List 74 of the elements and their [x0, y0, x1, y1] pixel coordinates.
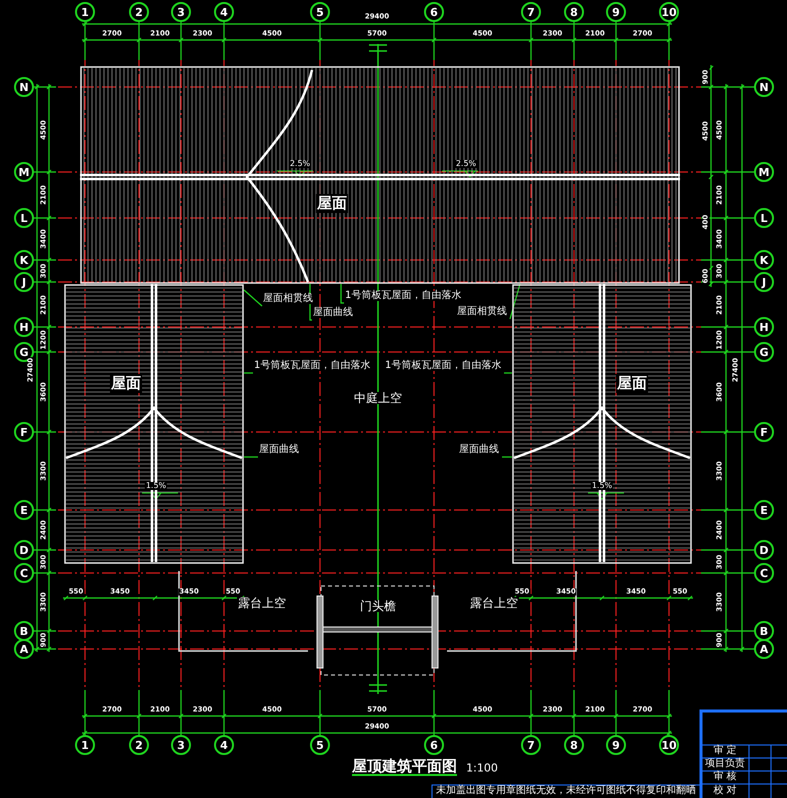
grid-axis-bubble: A: [14, 639, 34, 659]
grid-axis-bubble: 7: [521, 735, 541, 755]
grid-axis-bubble: 3: [171, 735, 191, 755]
drawing-title: 屋顶建筑平面图: [352, 759, 457, 776]
grid-axis-bubble: 4: [214, 735, 234, 755]
grid-axis-bubble: B: [754, 621, 774, 641]
note-text: 未加盖出图专用章图纸无效，未经许可图纸不得复印和翻晒: [435, 786, 697, 796]
area-label: 露台上空: [237, 597, 287, 609]
grid-axis-bubble: 1: [75, 735, 95, 755]
grid-axis-bubble: 6: [424, 2, 444, 22]
grid-axis-bubble: B: [14, 621, 34, 641]
title-block-label: 校 对: [712, 786, 738, 796]
grid-axis-bubble: H: [754, 317, 774, 337]
grid-axis-bubble: 10: [659, 2, 679, 22]
grid-axis-bubble: M: [14, 162, 34, 182]
grid-axis-bubble: 1: [75, 2, 95, 22]
grid-axis-bubble: 2: [129, 735, 149, 755]
title-block-label: 项目负责: [704, 759, 746, 769]
scale-text: 1:100: [465, 762, 499, 774]
grid-axis-bubble: H: [14, 317, 34, 337]
grid-axis-bubble: 5: [310, 735, 330, 755]
grid-axis-bubble: M: [754, 162, 774, 182]
grid-axis-bubble: 9: [606, 2, 626, 22]
leader-line: [244, 372, 253, 374]
grid-axis-bubble: 8: [564, 2, 584, 22]
slope-text: 1.5%: [144, 482, 168, 490]
area-label: 中庭上空: [353, 392, 403, 404]
grid-axis-bubble: A: [754, 639, 774, 659]
grid-axis-bubble: N: [754, 77, 774, 97]
roof-label: 屋面: [616, 374, 648, 393]
grid-axis-bubble: 4: [214, 2, 234, 22]
slope-text: 2.5%: [288, 160, 312, 168]
grid-axis-bubble: E: [754, 500, 774, 520]
grid-axis-bubble: 9: [606, 735, 626, 755]
grid-axis-bubble: K: [754, 250, 774, 270]
grid-axis-bubble: 7: [521, 2, 541, 22]
grid-axis-bubble: 8: [564, 735, 584, 755]
title-block-label: 审 定: [712, 746, 738, 756]
grid-axis-bubble: C: [754, 563, 774, 583]
grid-axis-bubble: G: [754, 342, 774, 362]
leader-line: [509, 284, 521, 320]
leader-line: [504, 372, 512, 374]
callout-text: 屋面曲线: [312, 307, 356, 321]
grid-axis-bubble: L: [14, 208, 34, 228]
grid-axis-bubble: F: [754, 422, 774, 442]
grid-axis-bubble: D: [14, 540, 34, 560]
grid-axis-bubble: E: [14, 500, 34, 520]
grid-axis-bubble: K: [14, 250, 34, 270]
callout-text: 屋面相贯线: [262, 293, 316, 307]
grid-axis-bubble: C: [14, 563, 34, 583]
title-block-label: 审 核: [712, 772, 738, 782]
slope-text: 2.5%: [454, 160, 478, 168]
grid-axis-bubble: J: [754, 272, 774, 292]
leader-line: [340, 284, 344, 304]
grid-axis-bubble: 3: [171, 2, 191, 22]
leader-line: [502, 456, 512, 458]
grid-axis-bubble: D: [754, 540, 774, 560]
canopy-outline: [314, 584, 441, 677]
callout-text: 1号筒板瓦屋面，自由落水: [384, 360, 504, 374]
grid-axis-bubble: 6: [424, 735, 444, 755]
grid-axis-bubble: 2: [129, 2, 149, 22]
grid-axis-bubble: J: [14, 272, 34, 292]
grid-axis-bubble: 5: [310, 2, 330, 22]
leader-line: [244, 456, 258, 458]
grid-axis-bubble: L: [754, 208, 774, 228]
grid-axis-bubble: 10: [659, 735, 679, 755]
grid-axis-bubble: N: [14, 77, 34, 97]
canopy-label: 门头檐: [360, 600, 396, 612]
slope-text: 1.5%: [590, 482, 614, 490]
grid-axis-bubble: F: [14, 422, 34, 442]
area-label: 露台上空: [469, 597, 519, 609]
leader-line: [244, 290, 262, 306]
roof-label: 屋面: [316, 194, 348, 213]
roof-label: 屋面: [110, 374, 142, 393]
